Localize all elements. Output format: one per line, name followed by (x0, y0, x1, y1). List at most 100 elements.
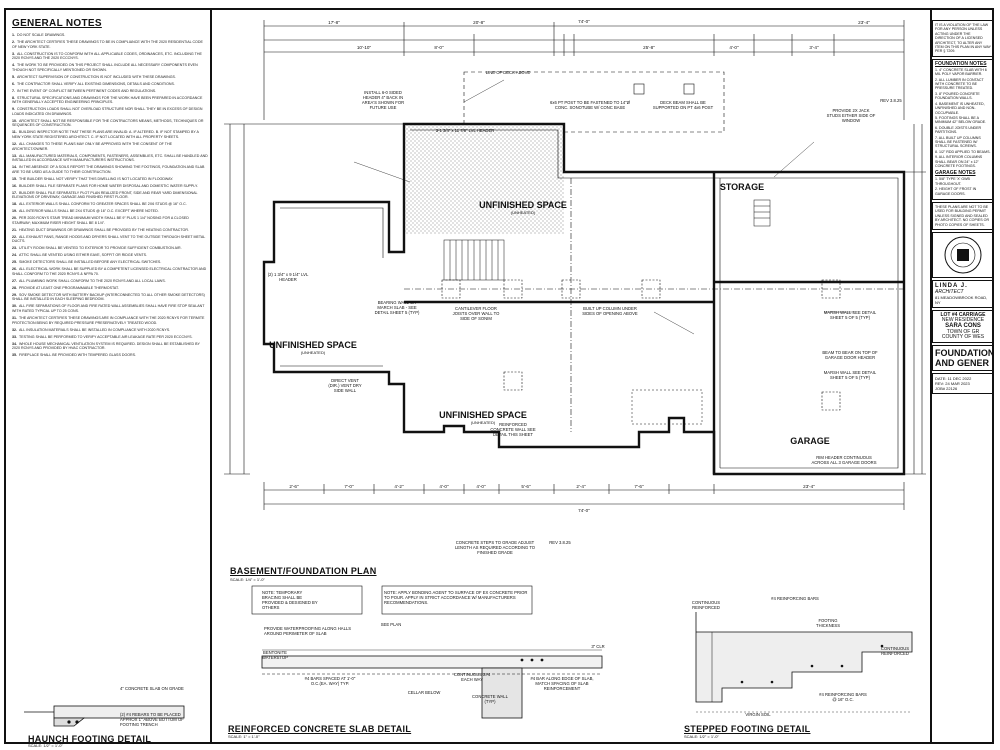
note-text: ARCHITECT SUPERVISION OF CONSTRUCTION IS… (17, 74, 176, 79)
stair (443, 239, 505, 281)
date-box: DATE: 11 DEC 2022 REV: 24 MAR 2023 JOB# … (932, 373, 994, 395)
foundation-note-item: 7. ALL BUILT UP COLUMNS SHALL BE FASTENE… (935, 135, 981, 149)
general-note-item: 15.THE BUILDER SHALL NOT VERIFY THAT THI… (12, 177, 208, 182)
unfinished-space-label: UNFINISHED SPACE (UNHEATED) (428, 410, 538, 425)
general-note-item: 32.ALL INSULATION MATERIALS SHALL BE INS… (12, 328, 208, 333)
owner-notice: THESE PLANS ARE NOT TO BE USED FOR BUILD… (932, 202, 994, 231)
architect-address: 81 MEADOWBROOK ROAD, NY (935, 295, 988, 306)
note-text: TESTING SHALL BE PERFORMED TO VERIFY ACC… (19, 334, 193, 339)
note-number: 28. (12, 285, 17, 290)
slab-rebar (520, 658, 524, 662)
foundation-note-item: 8. 1/2" RDD APPLIED TO BEAMS. (935, 149, 991, 154)
architect-seal (932, 232, 994, 279)
unfinished-space-sub: (UNHEATED) (300, 350, 326, 355)
deck-post (683, 83, 695, 95)
sheet-title-box: FOUNDATION AND GENER (932, 345, 994, 372)
general-note-item: 9.CONSTRUCTION LOADS SHALL NOT OVERLOAD … (12, 107, 208, 116)
note-text: PROVIDE AT LEAST ONE PROGRAMMABLE THERMO… (19, 285, 119, 290)
general-note-item: 17.BUILDER SHALL FILE SEPARATELY PLOT PL… (12, 191, 208, 200)
haunch-rebar (67, 720, 71, 724)
deck-beam-label: DECK BEAM SHALL BE SUPPORTED ON PT 4x6 P… (652, 100, 714, 110)
slab-detail-scale: SCALE: 1" = 1'-0" (228, 734, 260, 739)
general-note-item: 4.THE WORK TO BE PROVIDED ON THIS PROJEC… (12, 63, 208, 72)
stepped-detail-scale: SCALE: 1/2" = 1'-0" (684, 734, 719, 739)
job-number-label: JOB# 22126 (935, 386, 958, 392)
basement-foundation-plan: 74'-0" 17'-8" 20'-8" 10'-10" 8'-0" 25'-8… (224, 19, 926, 513)
note-text: IN THE EVENT OF CONFLICT BETWEEN PERTINE… (17, 88, 157, 93)
unfinished-space-label: UNFINISHED SPACE (UNHEATED) (258, 340, 368, 355)
lot-label: LOT #4 CARRIAGE (940, 312, 986, 319)
note-text: ALL CHANGES TO THESE PLANS MAY ONLY BE A… (12, 141, 172, 151)
note-text: ALL EXTERIOR WALLS SHALL CONFORM TO GREA… (19, 202, 187, 207)
reinforcing-bars-label: #4 REINFORCING BARS (771, 596, 819, 601)
general-notes-list: 1.DO NOT SCALE DRAWINGS.2.THE ARCHITECT … (12, 33, 208, 358)
note-number: 25. (12, 260, 17, 265)
stepped-footing-detail (695, 612, 913, 713)
marsh-wall-label-2: MARSH WALL SEE DETAIL SHEET 5 OF 5 (TYP) (823, 370, 877, 380)
temp-bracing-note: NOTE: TEMPORARY BRACING SHALL BE PROVIDE… (262, 590, 318, 610)
seal-icon (944, 236, 982, 274)
note-number: 10. (12, 118, 17, 123)
continuous-bars-note: CONTINUOUS 2#4 EACH WAY (453, 672, 491, 682)
garage-notes-list: 1. 5/8" TYPE 'X' GWB THROUGHOUT.2. HEIGH… (935, 177, 991, 196)
general-note-item: 26.ALL ELECTRICAL WORK SHALL BE SUPPLIED… (12, 267, 208, 276)
cantilever-label: CANTILEVER FLOOR JOISTS OVER WALL TO SID… (452, 306, 500, 321)
slab-detail (251, 585, 603, 719)
unfinished-space-sub: (UNHEATED) (470, 420, 496, 425)
lintel-label: (2) 1 3/4" x 9 1/4" LVL HEADER (267, 272, 309, 282)
cont-reinforced-label-2: CONTINUOUS REINFORCED (880, 646, 910, 656)
bars-spacing-note: #4 BARS SPACED AT 1'-0" O.C.(EA. WAY) TY… (304, 676, 356, 686)
note-text: WHOLE HOUSE MECHANICAL VENTILATION SYSTE… (12, 341, 200, 351)
general-note-item: 2.THE ARCHITECT CERTIFIES THESE DRAWINGS… (12, 40, 208, 49)
note-number: 4. (12, 63, 15, 68)
note-text: IN THE ABSENCE OF A SOILS REPORT THE DRA… (12, 165, 205, 174)
general-note-item: 28.PROVIDE AT LEAST ONE PROGRAMMABLE THE… (12, 286, 208, 291)
top-dimensions (263, 20, 905, 120)
revision-label: REV 3.8.25 (880, 98, 902, 103)
note-number: 13. (12, 153, 17, 158)
basement-plan-title: BASEMENT/FOUNDATION PLAN (230, 566, 377, 576)
note-number: 2. (12, 39, 15, 44)
dim-segment-label: 17'-8" (328, 20, 340, 25)
slab-section (261, 655, 603, 669)
edge-bar-note: #4 BAR ALONG EDGE OF SLAB, MATCH SPACING… (530, 676, 594, 691)
note-text: ATTIC SHALL BE VENTED USING EITHER EAVE,… (19, 253, 148, 258)
note-number: 9. (12, 107, 15, 112)
note-number: 35. (12, 353, 17, 358)
bar-spacing-label: #4 REINFORCING BARS @ 16" O.C. (819, 692, 867, 702)
general-notes-panel: GENERAL NOTES 1.DO NOT SCALE DRAWINGS.2.… (12, 18, 208, 698)
note-text: BUILDING INSPECTOR NOTE THAT THESE PLANS… (12, 130, 199, 139)
haunch-rebar-label: (2) #4 REBARS TO BE PLACED APPROX 1" ABO… (120, 712, 184, 727)
foundation-note-item: 1. 4" CONCRETE SLAB WITH 6 MIL POLY VAPO… (935, 67, 987, 77)
stair-note-label: CONCRETE STEPS TO GRADE ADJUST LENGTH AS… (454, 540, 536, 555)
revision-date-label: REV: 24 MAR 2023 (935, 381, 970, 387)
architect-title: ARCHITECT (935, 289, 964, 296)
note-number: 33. (12, 334, 17, 339)
general-note-item: 6.THE CONTRACTOR SHALL VERIFY ALL EXISTI… (12, 82, 208, 87)
note-text: ALL FIRE SEPARATIONS OF FLOOR AND FIRE R… (12, 304, 205, 314)
county-label: COUNTY OF WES (941, 334, 985, 341)
general-note-item: 20.PER 2020 RCNYS STAIR TREAD MINIMUM WI… (12, 216, 208, 225)
general-note-item: 3.ALL CONSTRUCTION IS TO CONFORM WITH AL… (12, 52, 208, 61)
note-number: 12. (12, 141, 17, 146)
architect-box: LINDA J. ARCHITECT 81 MEADOWBROOK ROAD, … (932, 280, 994, 309)
wall-typ-note: CONCRETE WALL (TYP) (472, 694, 508, 704)
note-text: PER 2020 RCNYS STAIR TREAD MINIMUM WIDTH… (12, 216, 189, 225)
column-note-label: BUILT UP COLUMN UNDER SIDES OF OPENING A… (582, 306, 638, 316)
stepped-footing-shape (695, 612, 913, 703)
bottom-dimension-labels: 2'-6" 7'-0" 4'-2" 4'-0" 4'-0" 5'-6" 2'-4… (289, 484, 815, 513)
note-number: 16. (12, 183, 17, 188)
dim-segment-label: 4'-0" (476, 484, 486, 489)
left-dimensions (224, 123, 404, 475)
general-note-item: 7.IN THE EVENT OF CONFLICT BETWEEN PERTI… (12, 89, 208, 94)
clr-note: 3" CLR (591, 644, 605, 649)
sheet-title-line-2: AND GENER (935, 358, 990, 369)
note-text: BUILDER SHALL FILE SEPARATE PLANS FOR HO… (19, 183, 198, 188)
general-notes-title: GENERAL NOTES (12, 18, 102, 29)
overall-bottom-label: 74'-0" (578, 508, 590, 513)
haunch-footing-detail (24, 705, 185, 727)
foundation-notes-list: 1. 4" CONCRETE SLAB WITH 6 MIL POLY VAPO… (935, 68, 991, 169)
note-text: SMOKE DETECTORS SHALL BE INSTALLED BEFOR… (19, 260, 162, 265)
garage-note-item: 1. 5/8" TYPE 'X' GWB THROUGHOUT. (935, 177, 970, 186)
